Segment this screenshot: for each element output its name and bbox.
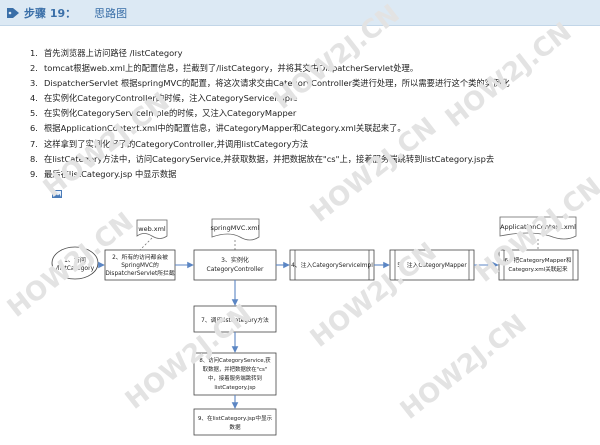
steps-list: 1.首先浏览器上访问路径 /listCategory 2.tomcat根据web…	[30, 46, 590, 182]
svg-text:DispatcherServlet所拦截: DispatcherServlet所拦截	[105, 269, 175, 277]
svg-text:/listCategory: /listCategory	[56, 265, 95, 272]
step-item: 1.首先浏览器上访问路径 /listCategory	[30, 48, 183, 58]
svg-text:Category.xml关联起来: Category.xml关联起来	[508, 265, 568, 273]
svg-text:2、所有的访问都会被: 2、所有的访问都会被	[112, 253, 168, 261]
step-item: 6.根据ApplicationContext.xml中的配置信息，讲Catego…	[30, 123, 406, 134]
doc-app-label: ApplicationContext.xml	[500, 223, 576, 231]
step-item: 3.DispatcherServlet 根据springMVC的配置，将这次请求…	[30, 78, 510, 89]
svg-text:4、注入CategoryServiceImpl: 4、注入CategoryServiceImpl	[291, 261, 373, 269]
step-item: 5.在实例化CategoryServiceImple的时候，又注入Categor…	[30, 108, 297, 119]
svg-text:5、注入CategoryMapper: 5、注入CategoryMapper	[397, 261, 467, 269]
tag-icon	[7, 7, 19, 18]
svg-text:8、访问CategoryService,获: 8、访问CategoryService,获	[199, 356, 271, 364]
flow-arrows	[98, 261, 499, 409]
svg-text:7、调用listCategory方法: 7、调用listCategory方法	[201, 316, 269, 324]
svg-text:中，接着服务端跳转到: 中，接着服务端跳转到	[208, 374, 262, 382]
image-icon	[52, 190, 62, 198]
svg-text:6、把CategoryMapper和: 6、把CategoryMapper和	[505, 256, 572, 264]
svg-text:数据: 数据	[229, 423, 241, 431]
node-4-service: 4、注入CategoryServiceImpl	[289, 249, 375, 281]
step-item: 4.在实例化CategoryController的时候，注入CategorySe…	[30, 93, 298, 104]
svg-text:1、访问: 1、访问	[64, 256, 86, 264]
node-6-associate: 6、把CategoryMapper和 Category.xml关联起来	[498, 249, 579, 281]
doc-springmvc-xml: springMVC.xml	[211, 218, 260, 241]
node-8-get-data: 8、访问CategoryService,获 取数据，并把数据放在"cs" 中，接…	[193, 352, 277, 396]
doc-applicationcontext-xml: ApplicationContext.xml	[499, 216, 577, 240]
step-header: 步骤 19： 思路图	[0, 0, 600, 26]
node-2-dispatcher: 2、所有的访问都会被 SpringMVC的 DispatcherServlet所…	[104, 249, 176, 281]
svg-text:CategoryController: CategoryController	[207, 266, 264, 273]
step-item: 2.tomcat根据web.xml上的配置信息，拦截到了/listCategor…	[30, 63, 419, 74]
doc-web-label: web.xml	[138, 225, 166, 233]
step-item: 7.这样拿到了实例化好了的CategoryController,并调用listC…	[30, 138, 309, 149]
node-1-access: 1、访问 /listCategory	[51, 246, 99, 280]
node-7-call-method: 7、调用listCategory方法	[193, 305, 277, 333]
node-9-display: 9、在listCategory.jsp中显示 数据	[193, 408, 277, 436]
svg-text:取数据，并把数据放在"cs": 取数据，并把数据放在"cs"	[203, 365, 268, 373]
step-item: 9.最后在listCategory.jsp 中显示数据	[30, 168, 177, 179]
svg-text:9、在listCategory.jsp中显示: 9、在listCategory.jsp中显示	[198, 414, 273, 422]
node-3-controller: 3、实例化 CategoryController	[193, 249, 277, 281]
step-label: 步骤 19：	[24, 6, 77, 20]
step-title: 思路图	[94, 6, 128, 20]
doc-spring-label: springMVC.xml	[211, 224, 260, 232]
node-5-mapper: 5、注入CategoryMapper	[389, 249, 475, 281]
svg-text:listCategory.jsp: listCategory.jsp	[214, 385, 256, 391]
svg-text:3、实例化: 3、实例化	[221, 256, 249, 264]
svg-text:SpringMVC的: SpringMVC的	[121, 261, 159, 269]
step-item: 8.在listCategory方法中，访问CategoryService,并获取…	[30, 153, 495, 164]
doc-web-xml: web.xml	[136, 219, 168, 239]
